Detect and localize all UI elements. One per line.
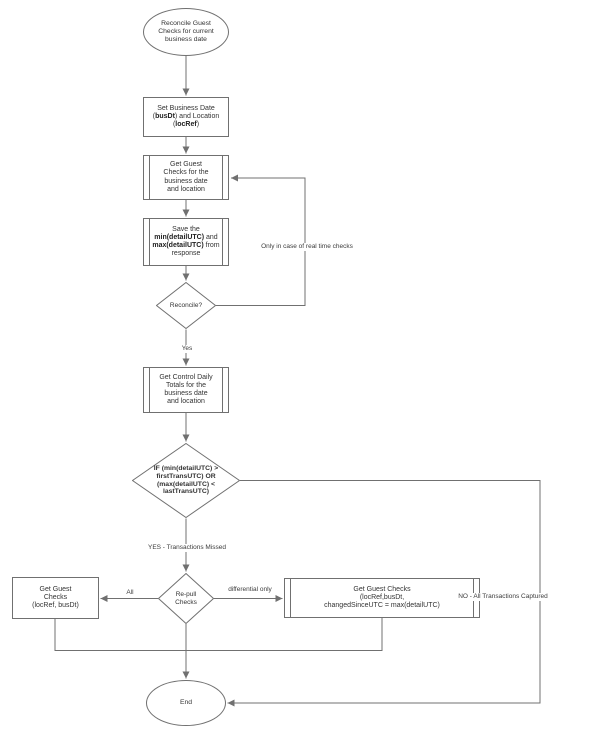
diamond-shape bbox=[158, 573, 214, 624]
get-control-totals-label: Get Control Daily Totals for the busines… bbox=[159, 373, 213, 406]
set-business-date-node: Set Business Date (busDt) and Location (… bbox=[143, 97, 229, 137]
get-guest-checks-all-label: Get Guest Checks (locRef, busDt) bbox=[32, 585, 79, 610]
edge-ifcheck-no-captured bbox=[227, 480, 541, 707]
edge-label-all: All bbox=[118, 589, 142, 597]
save-minmax-node: Save the min(detailUTC) and max(detailUT… bbox=[143, 218, 229, 266]
start-node: Reconcile Guest Checks for current busin… bbox=[143, 8, 229, 56]
save-minmax-label: Save the min(detailUTC) and max(detailUT… bbox=[152, 225, 220, 258]
get-control-totals-node: Get Control Daily Totals for the busines… bbox=[143, 367, 229, 413]
edge-getall-merge bbox=[54, 619, 186, 651]
edge-label-differential: differential only bbox=[221, 586, 279, 594]
end-node: End bbox=[146, 680, 226, 726]
edge-label-yes: Yes bbox=[170, 345, 204, 353]
reconcile-label: Reconcile? bbox=[169, 301, 203, 309]
repull-decision: Re-pull Checks bbox=[158, 573, 214, 624]
set-business-date-label: Set Business Date (busDt) and Location (… bbox=[152, 104, 220, 129]
get-guest-checks-differential-label: Get Guest Checks (locRef,busDt, changedS… bbox=[324, 585, 440, 610]
edge-getdiff-merge bbox=[186, 618, 383, 651]
edge-reconcile-loop-realtime bbox=[216, 174, 306, 306]
get-guest-checks-label: Get Guest Checks for the business date a… bbox=[163, 161, 209, 193]
edge-label-realtime: Only in case of real time checks bbox=[250, 243, 364, 251]
end-label: End bbox=[179, 699, 193, 707]
edge-label-yes-missed: YES - Transactions Missed bbox=[131, 544, 243, 552]
transactions-check-label: IF (min(detailUTC) > firstTransUTC) OR (… bbox=[153, 464, 219, 496]
repull-label: Re-pull Checks bbox=[175, 590, 197, 606]
get-guest-checks-all-node: Get Guest Checks (locRef, busDt) bbox=[12, 577, 99, 619]
get-guest-checks-node: Get Guest Checks for the business date a… bbox=[143, 155, 229, 200]
edge-label-no-captured: NO - All Transactions Captured bbox=[442, 593, 564, 601]
transactions-check-decision: IF (min(detailUTC) > firstTransUTC) OR (… bbox=[132, 443, 240, 518]
diamond-shape bbox=[156, 282, 216, 329]
start-label: Reconcile Guest Checks for current busin… bbox=[158, 20, 214, 43]
reconcile-decision: Reconcile? bbox=[156, 282, 216, 329]
diamond-shape bbox=[132, 443, 240, 518]
